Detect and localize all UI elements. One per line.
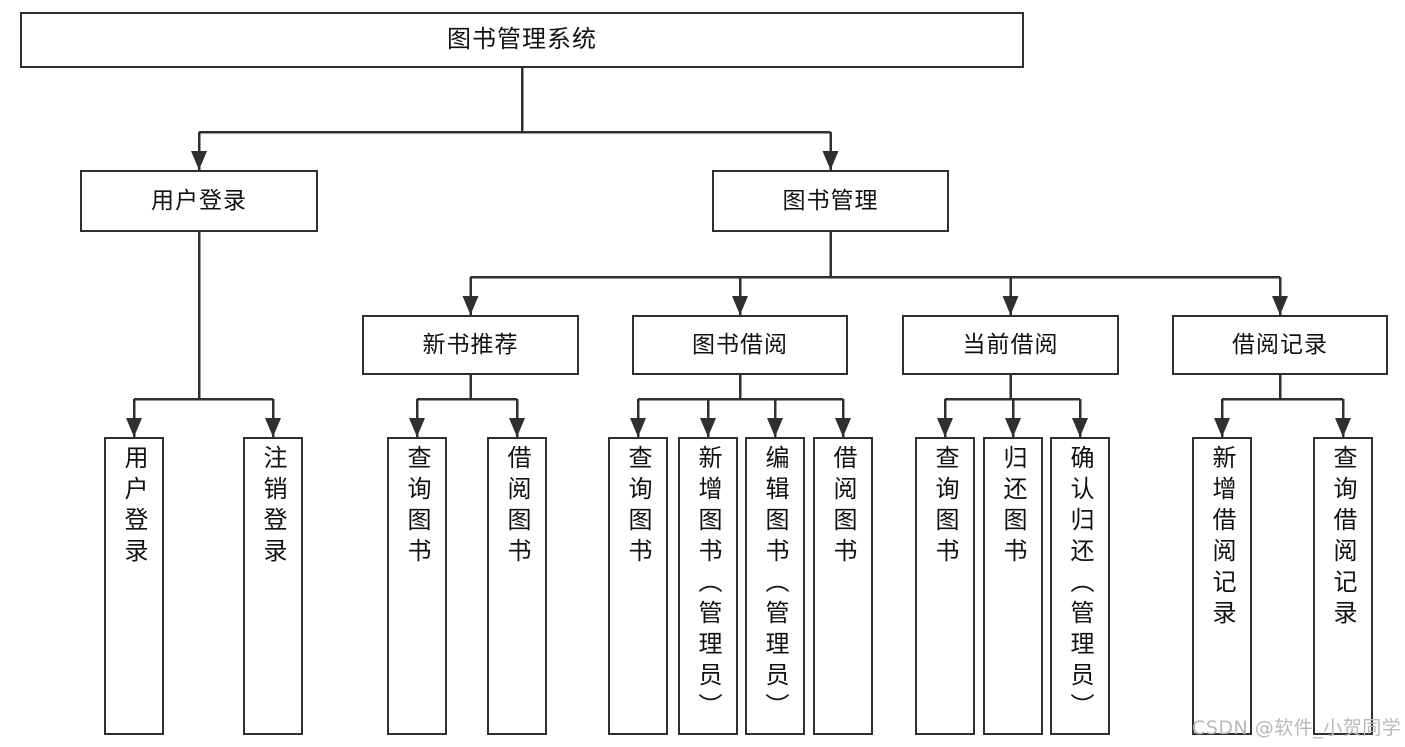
arrow-head-icon <box>822 151 839 170</box>
arrow-head-icon <box>835 418 851 437</box>
arrow-head-icon <box>265 418 281 437</box>
arrow-head-icon <box>409 418 425 437</box>
node-leaf-confirm-return[interactable]: 确认归还（管理员） <box>1050 437 1110 735</box>
arrow-head-icon <box>191 151 207 170</box>
arrow-head-icon <box>937 418 953 437</box>
node-borrow-record[interactable]: 借阅记录 <box>1172 315 1388 375</box>
node-leaf-query-record[interactable]: 查询借阅记录 <box>1313 437 1373 735</box>
arrow-head-icon <box>462 296 479 315</box>
arrow-head-icon <box>732 296 748 315</box>
arrow-head-icon <box>767 418 783 437</box>
arrow-head-icon <box>1005 418 1021 437</box>
node-leaf-query-book-3[interactable]: 查询图书 <box>915 437 975 735</box>
node-label: 确认归还（管理员） <box>1066 445 1094 724</box>
node-label: 用户登录 <box>120 445 148 569</box>
node-label: 查询图书 <box>403 445 431 569</box>
arrow-head-icon <box>1335 418 1351 437</box>
node-leaf-user-login[interactable]: 用户登录 <box>104 437 164 735</box>
node-label: 编辑图书（管理员） <box>761 445 789 724</box>
node-leaf-logout[interactable]: 注销登录 <box>243 437 303 735</box>
node-book-borrow[interactable]: 图书借阅 <box>632 315 848 375</box>
node-label: 新书推荐 <box>422 331 519 358</box>
node-label: 图书管理 <box>782 187 879 214</box>
node-label: 新增借阅记录 <box>1208 445 1236 631</box>
arrow-head-icon <box>126 418 142 437</box>
arrow-head-icon <box>630 418 646 437</box>
arrow-head-icon <box>1214 418 1230 437</box>
node-label: 图书管理系统 <box>447 25 597 54</box>
node-leaf-return-book[interactable]: 归还图书 <box>983 437 1043 735</box>
node-label: 借阅图书 <box>829 445 857 569</box>
arrow-head-icon <box>1072 418 1088 437</box>
arrow-head-icon <box>700 418 716 437</box>
arrow-head-icon <box>1272 296 1288 315</box>
node-leaf-add-record[interactable]: 新增借阅记录 <box>1192 437 1252 735</box>
node-new-book-recommend[interactable]: 新书推荐 <box>362 315 579 375</box>
node-leaf-borrow-book-2[interactable]: 借阅图书 <box>813 437 873 735</box>
node-root[interactable]: 图书管理系统 <box>20 12 1024 68</box>
node-user-login[interactable]: 用户登录 <box>80 170 318 232</box>
watermark: CSDN @软件_小贺同学 <box>1192 717 1402 739</box>
node-label: 查询图书 <box>931 445 959 569</box>
node-leaf-borrow-book-1[interactable]: 借阅图书 <box>487 437 547 735</box>
node-label: 查询图书 <box>624 445 652 569</box>
node-leaf-edit-book[interactable]: 编辑图书（管理员） <box>745 437 805 735</box>
node-label: 查询借阅记录 <box>1329 445 1357 631</box>
node-leaf-query-book-2[interactable]: 查询图书 <box>608 437 668 735</box>
node-label: 注销登录 <box>259 445 287 569</box>
node-book-manage[interactable]: 图书管理 <box>712 170 949 232</box>
node-label: 借阅记录 <box>1232 331 1328 358</box>
node-label: 用户登录 <box>151 187 247 214</box>
node-label: 借阅图书 <box>503 445 531 569</box>
node-leaf-query-book-1[interactable]: 查询图书 <box>387 437 447 735</box>
node-label: 当前借阅 <box>962 331 1059 358</box>
arrow-head-icon <box>509 418 525 437</box>
node-leaf-add-book[interactable]: 新增图书（管理员） <box>678 437 738 735</box>
arrow-head-icon <box>1002 296 1019 315</box>
node-label: 图书借阅 <box>692 331 788 358</box>
node-label: 新增图书（管理员） <box>694 445 722 724</box>
node-label: 归还图书 <box>999 445 1027 569</box>
node-current-borrow[interactable]: 当前借阅 <box>902 315 1119 375</box>
